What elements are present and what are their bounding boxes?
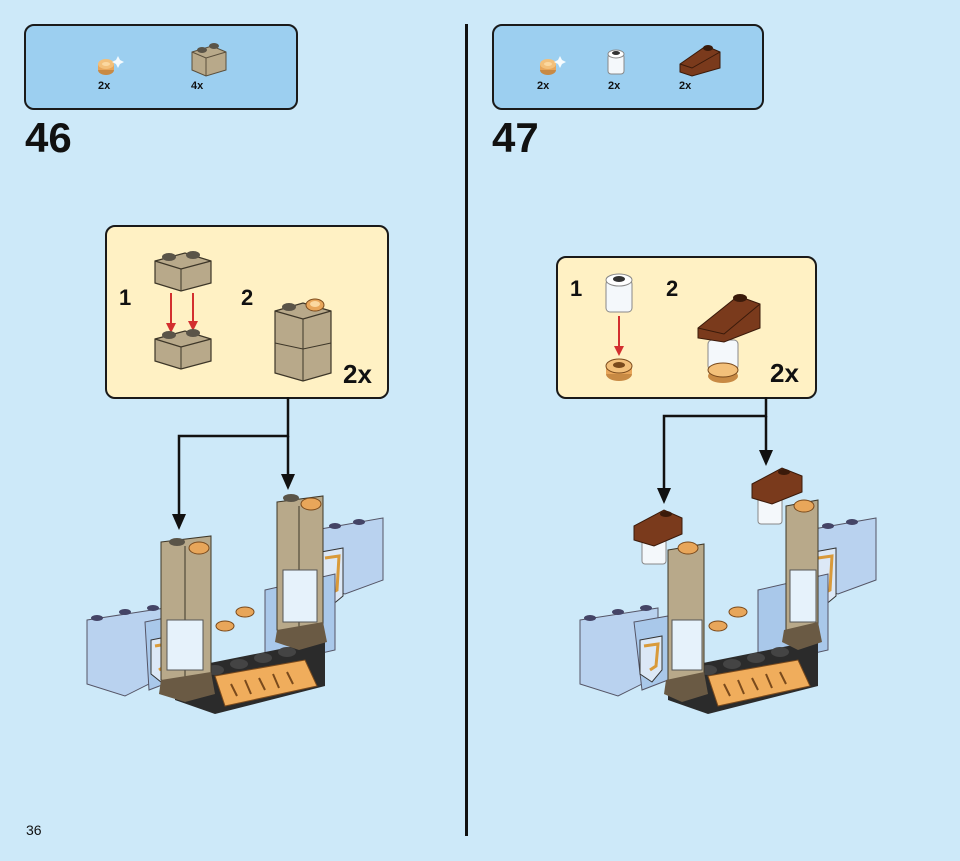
- brick-stack-after-icon: [274, 298, 332, 382]
- part-qty: 2x: [98, 80, 111, 92]
- round-tile-gold-icon: [540, 56, 566, 75]
- substep-callout-step-47: 1 2 2x: [556, 256, 817, 399]
- brick-stack-before-icon: [154, 251, 212, 370]
- substep-callout-step-46: 1 2 2x: [105, 225, 389, 399]
- multiplier: 2x: [343, 359, 372, 389]
- parts-callout-step-47: 2x 2x 2x: [492, 24, 764, 110]
- step-number: 46: [25, 114, 72, 161]
- slope-on-round-stack-icon: [697, 294, 761, 383]
- model-assembly-step-46-icon: [86, 494, 384, 714]
- part-qty: 4x: [191, 80, 204, 92]
- substep-label-1: 1: [570, 276, 583, 301]
- part-qty: 2x: [608, 80, 621, 92]
- slope-brick-brown-icon: [679, 45, 721, 77]
- round-brick-to-tile-icon: [605, 273, 633, 381]
- page-divider: [465, 24, 468, 836]
- model-assembly-step-47-icon: [579, 467, 877, 714]
- round-brick-transparent-icon: [607, 49, 625, 75]
- substep-label-1: 1: [119, 285, 132, 310]
- part-qty: 2x: [537, 80, 550, 92]
- part-qty: 2x: [679, 80, 692, 92]
- step-number: 47: [492, 114, 539, 161]
- parts-callout-step-46: 2x 4x: [24, 24, 298, 110]
- page-number: 36: [26, 822, 42, 838]
- substep-label-2: 2: [666, 276, 679, 301]
- brick-1x2-tan-icon: [191, 43, 227, 77]
- multiplier: 2x: [770, 358, 799, 388]
- substep-label-2: 2: [241, 285, 254, 310]
- round-tile-gold-icon: [98, 56, 124, 75]
